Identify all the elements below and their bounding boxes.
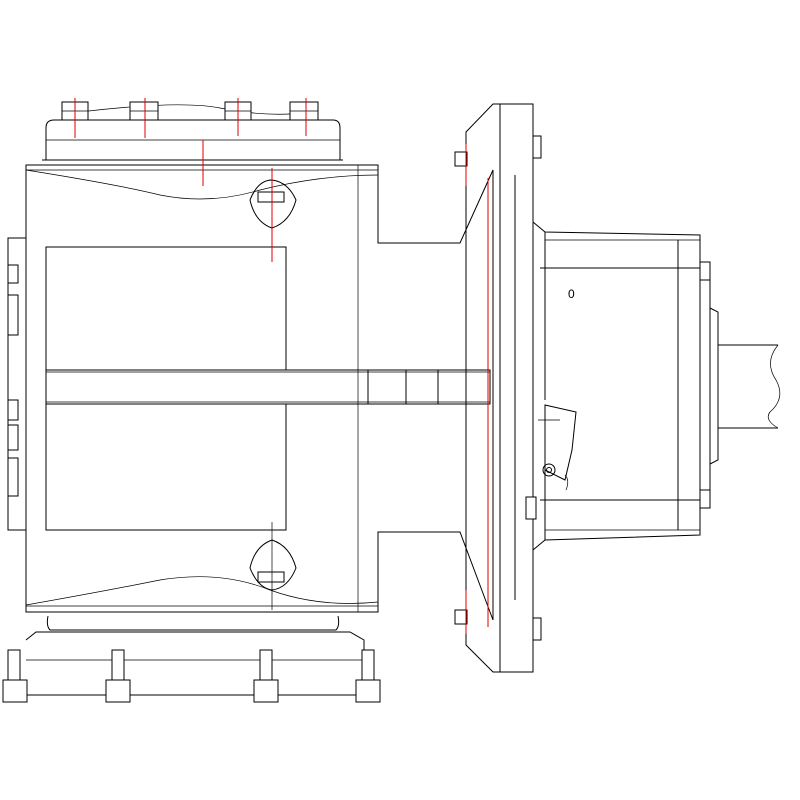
output-shaft: [45, 369, 491, 405]
bottom-base: [25, 611, 365, 696]
lifting-eye-upper: [249, 179, 297, 229]
foot-bolt-2: [105, 649, 131, 703]
internal-gear-upper: [45, 246, 287, 371]
input-shaft: [718, 344, 781, 429]
motor-adapter: 0: [532, 221, 701, 551]
drawing-label: 0: [568, 287, 575, 301]
motor-end-plate: [699, 261, 719, 509]
top-bolt-4: [289, 101, 319, 121]
mounting-flange: [454, 103, 542, 673]
left-side-cover: [7, 237, 27, 531]
terminal-detail: [538, 404, 577, 491]
foot-bolt-3: [253, 649, 279, 703]
main-housing: [25, 164, 494, 621]
internal-gear-lower: [45, 403, 287, 531]
top-bolt-2: [129, 101, 159, 121]
lifting-eye-lower: [249, 539, 297, 591]
centerline-markers: [74, 98, 489, 634]
foot-bolt-4: [355, 649, 381, 703]
foot-bolt-1: [2, 649, 28, 703]
